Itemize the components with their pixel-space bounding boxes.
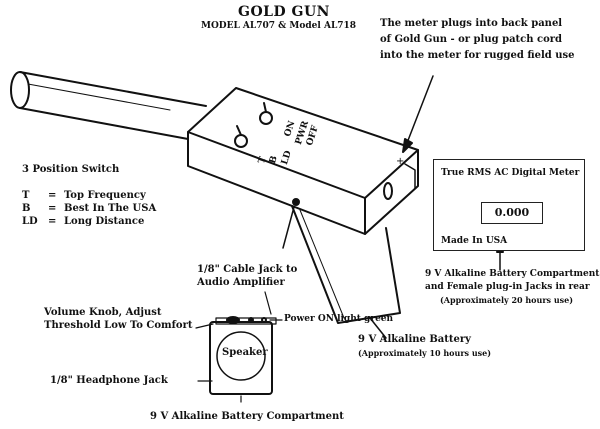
meter-note-line: of Gold Gun - or plug patch cord	[380, 34, 563, 45]
volume-knob-line: Volume Knob, Adjust	[44, 307, 162, 318]
cable-jack-label: 1/8" Cable Jack to Audio Amplifier	[197, 263, 297, 289]
meter-battery-line: and Female plug-in Jacks in rear	[425, 282, 590, 292]
switch-desc: Top Frequency	[64, 190, 146, 201]
cable-jack-line: 1/8" Cable Jack to	[197, 264, 298, 275]
volume-knob-line: Threshold Low To Comfort	[44, 320, 193, 331]
meter-battery-line: 9 V Alkaline Battery Compartment	[425, 269, 600, 279]
speaker-label: Speaker	[222, 347, 268, 358]
meter-note-line: The meter plugs into back panel	[380, 18, 563, 29]
meter-note-line: into the meter for rugged field use	[380, 50, 575, 61]
switch-eq: =	[48, 216, 57, 227]
antenna-tube	[10, 71, 207, 140]
meter-note: The meter plugs into back panel of Gold …	[380, 16, 575, 64]
switch-legend-row: T = Top Frequency	[22, 190, 146, 202]
meter-battery-hours: (Approximately 20 hours use)	[440, 295, 574, 305]
switch-key: T	[22, 190, 30, 201]
switch-eq: =	[48, 190, 57, 201]
housing-front	[187, 131, 366, 235]
battery-speaker-label: 9 V Alkaline Battery Compartment	[150, 411, 344, 422]
housing-side	[364, 149, 419, 235]
switch-legend-row: LD = Long Distance	[22, 216, 144, 228]
svg-text:+: +	[396, 156, 404, 167]
switch-key: LD	[22, 216, 38, 227]
power-light-label: Power ON light green	[284, 314, 394, 324]
volume-knob-label: Volume Knob, Adjust Threshold Low To Com…	[44, 306, 193, 332]
switch-eq: =	[48, 203, 57, 214]
page-title: GOLD GUN	[238, 4, 330, 20]
meter-battery-note: 9 V Alkaline Battery Compartment and Fem…	[425, 268, 600, 294]
switch-legend-heading: 3 Position Switch	[22, 164, 120, 175]
handle	[291, 205, 401, 324]
speaker-box	[209, 321, 273, 395]
meter-readout: 0.000	[481, 202, 543, 224]
switch-key: B	[22, 203, 31, 214]
switch-legend-row: B = Best In The USA	[22, 203, 156, 215]
meter-title: True RMS AC Digital Meter	[441, 168, 580, 178]
battery-main-label: 9 V Alkaline Battery	[358, 334, 471, 345]
cable-jack-line: Audio Amplifier	[197, 277, 285, 288]
headphone-jack-label: 1/8" Headphone Jack	[50, 375, 168, 386]
digital-meter: True RMS AC Digital Meter 0.000 Made In …	[433, 159, 585, 251]
page-subtitle: MODEL AL707 & Model AL718	[201, 21, 357, 31]
meter-made-in: Made In USA	[441, 236, 508, 246]
switch-desc: Best In The USA	[64, 203, 157, 214]
battery-main-hours: (Approximately 10 hours use)	[358, 348, 492, 358]
switch-desc: Long Distance	[64, 216, 145, 227]
